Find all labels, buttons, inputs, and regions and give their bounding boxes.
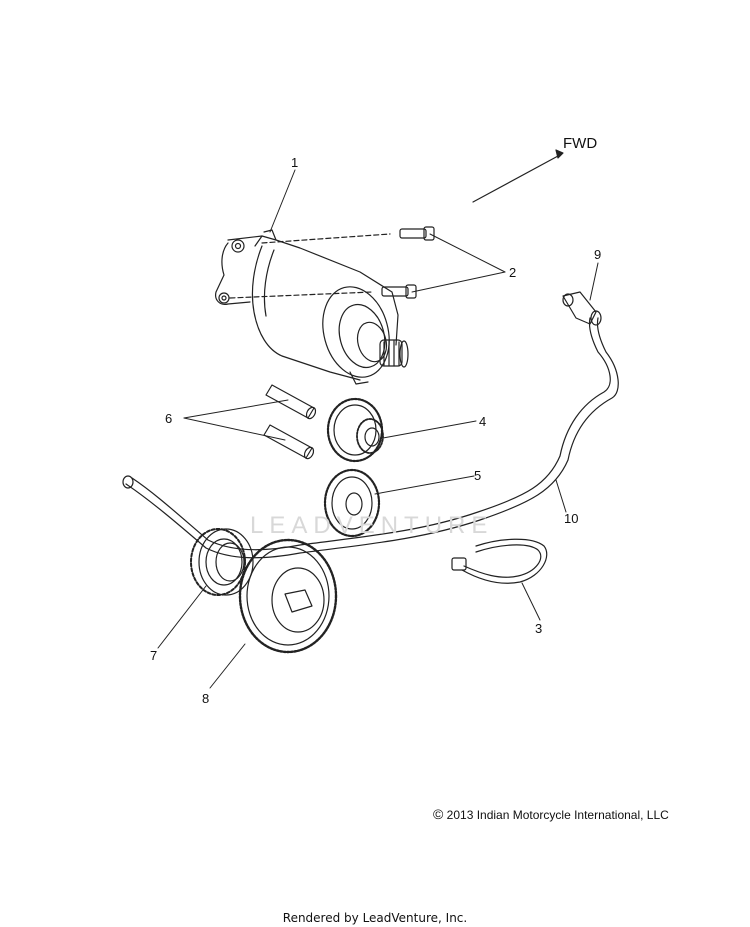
dowel-pins <box>263 384 317 460</box>
cable-tie <box>451 538 548 584</box>
callout-3: 3 <box>535 621 543 636</box>
watermark: LEADVENTURE <box>250 512 494 539</box>
callout-10: 10 <box>564 511 579 526</box>
callout-8: 8 <box>202 691 210 706</box>
intermediate-gear <box>323 468 381 538</box>
callout-2: 2 <box>509 265 517 280</box>
footer-credit: Rendered by LeadVenture, Inc. <box>282 911 468 925</box>
starter-driven-gear <box>238 538 338 654</box>
forward-arrow-icon <box>472 149 564 203</box>
callout-leaders <box>157 169 599 689</box>
starter-cable <box>122 317 619 559</box>
copyright-text: 2013 Indian Motorcycle International, LL… <box>446 808 669 822</box>
idler-double-gear <box>326 397 384 463</box>
callout-5: 5 <box>474 468 482 483</box>
callout-6: 6 <box>165 411 173 426</box>
copyright-icon: © <box>433 806 444 822</box>
cable-terminal <box>562 291 602 326</box>
callout-1: 1 <box>291 155 299 170</box>
copyright-notice: © 2013 Indian Motorcycle International, … <box>433 806 669 822</box>
callout-4: 4 <box>479 414 487 429</box>
sprag-clutch <box>190 528 254 596</box>
starter-motor <box>215 229 409 385</box>
callout-9: 9 <box>594 247 602 262</box>
callout-7: 7 <box>150 648 158 663</box>
forward-label: FWD <box>563 135 598 152</box>
